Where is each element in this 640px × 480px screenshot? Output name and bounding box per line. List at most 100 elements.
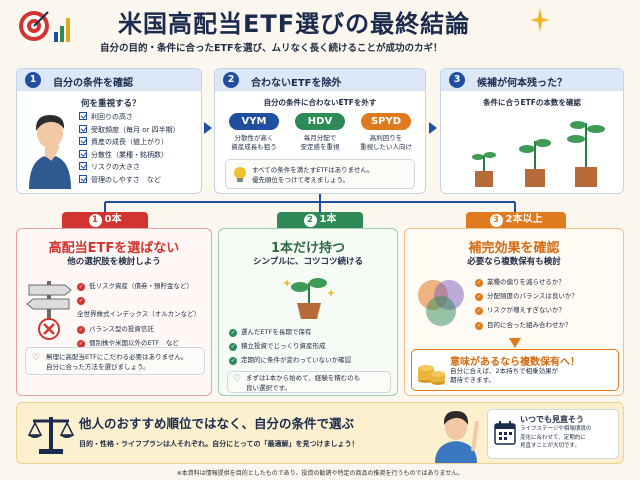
step-1-number: 1 [25,72,41,88]
step-1-list-item: 分散性（業種・銘柄数） [79,149,199,162]
review-text: ライフステージや相場環境の 変化に合わせて、定期的に 見直すことが大切です。 [520,426,592,449]
lightbulb-icon [233,166,247,187]
etf-pill-hdv: HDV [295,113,345,130]
highlight-subtitle: 自分に合えば、2本持ちで相乗効果が 期待できます。 [450,367,559,384]
signpost-icon [25,277,75,341]
outcome-2-list: ✓業種の偏りを減らせるか？ ✓分配頻度のバランスは良いか？ ✓リスクが増えすぎな… [475,275,621,332]
outcome-1-title: 1本だけ持つ [270,241,346,256]
arrow-right-icon [202,120,214,140]
disclaimer: ※本資料は情報提供を目的としたものであり、投資の勧誘や特定の商品の推奨を行うもの… [176,470,464,477]
step-3-card: 3 候補が何本残った？ 条件に合うETFの本数を確認 [440,68,624,194]
target-chart-icon [16,6,72,46]
sparkle-icon [528,6,552,34]
etf-desc-spyd: 高利回りを 重視したい人向け [360,134,412,151]
outcome-0-list: ✓低リスク資産（債券・預貯金など） ✓全世界株式インデックス（オルカンなど） ✓… [77,279,209,350]
outcome-1-note: ♡ まずは1本から始めて、経験を積むのも 良い選択です。 [227,371,391,393]
checkbox-icon [79,124,87,133]
checkbox-icon [79,137,87,145]
check-icon: ✓ [77,297,85,306]
list-item: ✓目的に合った組み合わせか？ [475,320,572,330]
check-icon: ✓ [77,283,85,291]
outcome-1-subtitle: シンプルに、コツコツ続ける [253,257,363,267]
etf-pill-vym: VYM [229,113,279,130]
step-2-title: 合わないETFを除外 [251,78,342,89]
list-item: ✓低リスク資産（債券・預貯金など） [77,282,193,291]
step-1-list-item: 受取頻度（毎月 or 四半期） [79,124,199,137]
checkbox-icon [79,112,87,120]
highlight-title: 意味があるなら複数保有へ！ [450,357,580,368]
list-item: ✓業種の偏りを減らせるか？ [475,278,565,287]
step-1-list-item: 管理のしやすさ など [79,174,199,187]
outcome-1-card: 1本だけ持つ シンプルに、コツコツ続ける ✓選んだETFを長期で保有 ✓積立投資… [218,228,398,396]
outcome-0-subtitle: 他の選択肢を検討しよう [67,257,161,267]
page-subtitle: 自分の目的・条件に合ったETFを選び、ムリなく長く続けることが成功のカギ！ [100,43,443,54]
venn-diagram-icon [411,273,471,333]
list-item: ✓選んだETFを長期で保有 [229,328,312,337]
branch-connector [104,194,516,212]
review-box: いつでも見直そう ライフステージや相場環境の 変化に合わせて、定期的に 見直すこ… [487,409,619,459]
list-item: ✓リスクが増えすぎないか？ [475,306,565,316]
footer-banner: 他人のおすすめ順位ではなく、自分の条件で選ぶ 目的・性格・ライフプランは人それぞ… [16,402,624,464]
check-icon: ✓ [77,339,85,348]
step-2-prompt: 自分の条件に合わないETFを外す [263,98,377,107]
step-1-list-item: 資産の成長（値上がり） [79,136,199,149]
outcome-1-list: ✓選んだETFを長期で保有 ✓積立投資でじっくり資産形成 ✓定期的に条件が変わっ… [229,325,393,368]
list-item: ✓分配頻度のバランスは良いか？ [475,292,578,302]
outcome-0-title: 高配当ETFを選ばない [48,241,180,256]
outcome-0-note: ♡ 無理に高配当ETFにこだわる必要はありません。 自分に合った方法を選びましょ… [25,347,205,375]
pointing-person-icon [429,405,483,463]
etf-desc-hdv: 毎月分配で 安定感を重視 [300,134,340,151]
arrow-right-icon [427,120,439,140]
outcome-0-card: 高配当ETFを選ばない 他の選択肢を検討しよう ✓低リスク資産（債券・預貯金など… [16,228,212,396]
highlight-box: 意味があるなら複数保有へ！ 自分に合えば、2本持ちで相乗効果が 期待できます。 [411,349,619,391]
check-icon: ✓ [475,321,483,330]
list-item: ✓全世界株式インデックス（オルカンなど） [77,297,201,319]
checkbox-icon [79,174,87,183]
check-icon: ✓ [229,357,237,366]
check-icon: ✓ [229,329,237,337]
step-3-title: 候補が何本残った？ [477,78,567,89]
list-item: ✓個別株や米国以外のETF など [77,338,179,348]
etf-pill-spyd: SPYD [361,113,411,130]
calendar-icon [494,420,516,450]
check-icon: ✓ [475,293,483,302]
list-item: ✓積立投資でじっくり資産形成 [229,342,326,352]
step-3-prompt: 条件に合うETFの本数を確認 [483,98,581,107]
check-icon: ✓ [475,307,483,316]
outcome-2-title: 補完効果を確認 [468,241,560,256]
scales-icon [27,411,75,457]
page-title: 米国高配当ETF選びの最終結論 [118,10,471,38]
checkbox-icon [79,149,87,158]
thinking-person-icon [25,99,75,189]
check-icon: ✓ [475,279,483,287]
heart-icon: ♡ [32,353,41,363]
footer-title: 他人のおすすめ順位ではなく、自分の条件で選ぶ [79,416,355,431]
step-1-list-item: 利回りの高さ [79,111,199,124]
step-1-card: 1 自分の条件を確認 何を重視する？ 利回りの高さ 受取頻度（毎月 or 四半期）… [16,68,202,194]
step-1-header: 1 自分の条件を確認 [17,69,201,91]
review-title: いつでも見直そう [520,415,584,424]
outcome-2-subtitle: 必要なら複数保有も検討 [467,257,561,267]
potted-plant-icon [281,271,337,321]
etf-desc-vym: 分散性が高く 資産成長も狙う [231,134,277,151]
sprouts-icon [461,113,611,191]
step-2-note: すべての条件を満たすETFはありません。 優先順位をつけて考えましょう。 [225,159,415,189]
step-1-title: 自分の条件を確認 [53,78,133,89]
step-1-list-item: リスクの大きさ [79,161,199,174]
checkbox-icon [79,162,87,170]
footer-subtitle: 目的・性格・ライフプランは人それぞれ。自分にとっての「最適解」を見つけましょう！ [79,440,359,448]
check-icon: ✓ [229,343,237,352]
step-3-header: 3 候補が何本残った？ [441,69,623,91]
step-1-list: 利回りの高さ 受取頻度（毎月 or 四半期） 資産の成長（値上がり） 分散性（業… [79,111,199,186]
step-1-prompt: 何を重視する？ [81,99,141,109]
coins-icon [416,354,446,390]
list-item: ✓バランス型の投資信託 [77,324,154,334]
check-icon: ✓ [77,325,85,334]
arrow-down-icon [507,335,523,354]
outcome-2-card: 補完効果を確認 必要なら複数保有も検討 ✓業種の偏りを減らせるか？ ✓分配頻度の… [404,228,624,396]
step-3-number: 3 [449,72,465,88]
